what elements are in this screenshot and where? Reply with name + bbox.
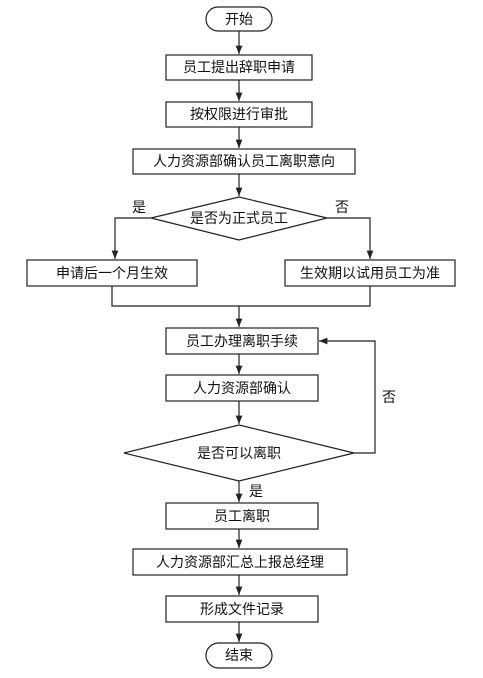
step-hr-confirm-intent-label: 人力资源部确认员工离职意向 (153, 153, 335, 170)
step-formal-rule-label: 申请后一个月生效 (56, 266, 168, 282)
edge-label-formal-no: 否 (335, 200, 349, 216)
edge-leave-no-loop (319, 337, 376, 454)
edge-merge-branches (111, 286, 371, 307)
decision-is-formal-label: 是否为正式员工 (190, 211, 288, 227)
end-label: 结束 (225, 648, 253, 664)
step-probation-rule-label: 生效期以试用员工为准 (300, 266, 440, 282)
step-formal-rule: 申请后一个月生效 (26, 259, 198, 287)
decision-can-leave: 是否可以离职 (123, 424, 355, 482)
end-terminal: 结束 (205, 642, 273, 669)
step-employee-leaves: 员工离职 (165, 502, 319, 530)
step-submit-label: 员工提出辞职申请 (183, 60, 295, 76)
step-hr-confirm-intent: 人力资源部确认员工离职意向 (132, 148, 356, 175)
step-hr-report: 人力资源部汇总上报总经理 (132, 548, 348, 576)
edge-label-formal-yes: 是 (132, 200, 146, 216)
step-record-label: 形成文件记录 (200, 602, 284, 618)
edge-formal-no (327, 217, 374, 259)
edge-label-leave-no: 否 (382, 390, 396, 406)
step-procedures-label: 员工办理离职手续 (186, 333, 298, 350)
step-document-record: 形成文件记录 (165, 595, 319, 623)
step-hr-confirm-label: 人力资源部确认 (193, 381, 291, 397)
edge-label-leave-yes: 是 (249, 484, 263, 500)
step-hr-report-label: 人力资源部汇总上报总经理 (156, 555, 324, 571)
step-approval-label: 按权限进行审批 (190, 107, 288, 123)
decision-can-leave-label: 是否可以离职 (197, 445, 281, 462)
step-approval: 按权限进行审批 (165, 101, 313, 128)
step-employee-leaves-label: 员工离职 (214, 508, 270, 525)
step-hr-confirm: 人力资源部确认 (165, 374, 319, 402)
step-probation-rule: 生效期以试用员工为准 (284, 259, 456, 287)
step-submit-resignation: 员工提出辞职申请 (165, 54, 313, 81)
start-terminal: 开始 (205, 6, 273, 32)
step-resignation-procedures: 员工办理离职手续 (165, 327, 319, 355)
edge-formal-yes (111, 217, 151, 259)
decision-is-formal-employee: 是否为正式员工 (150, 196, 328, 241)
start-label: 开始 (225, 12, 253, 28)
